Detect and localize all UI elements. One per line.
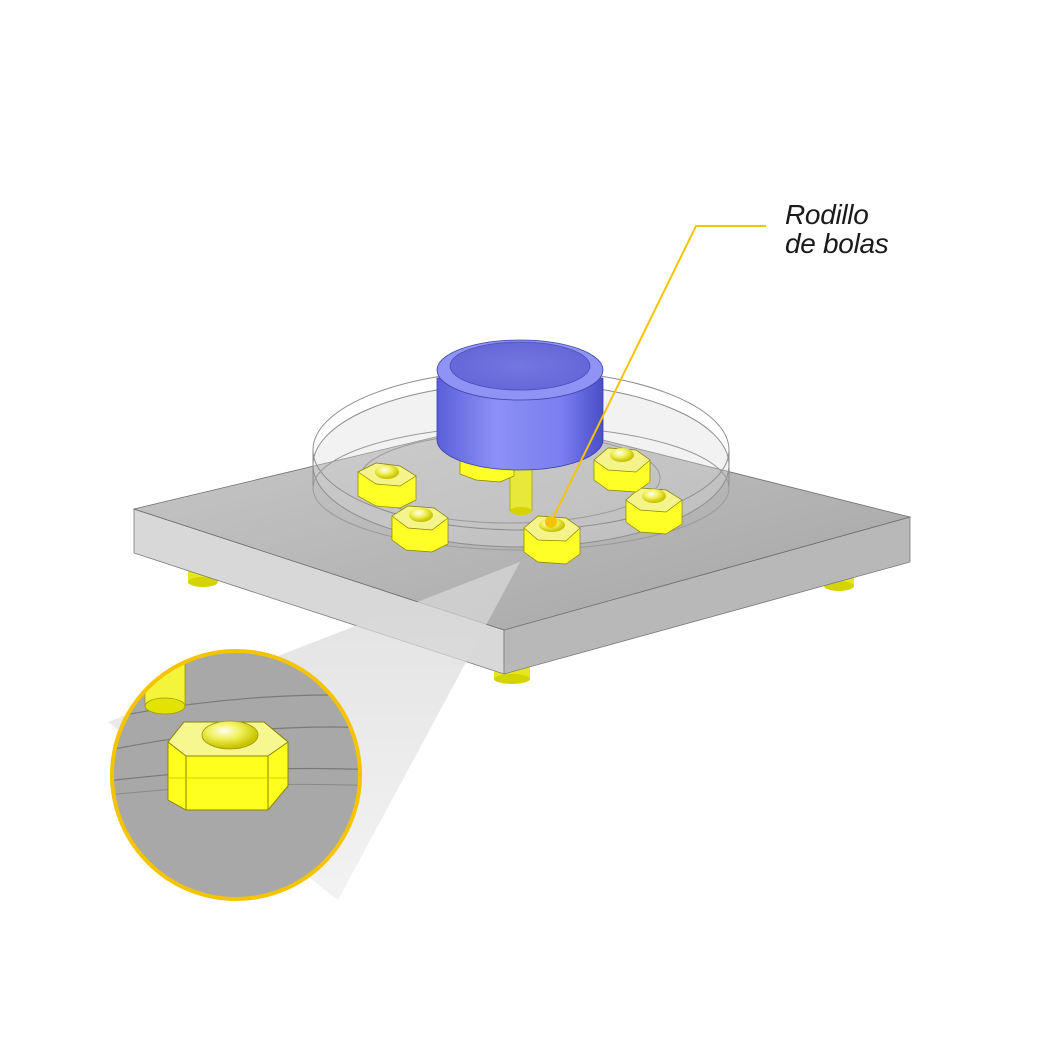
callout-label-line2: de bolas bbox=[785, 228, 889, 259]
blue-cylinder bbox=[436, 339, 604, 471]
ball-roller-3 bbox=[523, 515, 581, 565]
ball-roller-2 bbox=[391, 505, 449, 553]
callout-label: Rodillo de bolas bbox=[785, 199, 889, 259]
callout-leader bbox=[545, 225, 766, 528]
ball-roller-4 bbox=[625, 487, 683, 535]
base-plate bbox=[132, 417, 912, 675]
cylinder-shaft bbox=[509, 464, 533, 515]
inset-ball-roller bbox=[167, 720, 289, 811]
ball-roller-1 bbox=[357, 462, 417, 509]
callout-label-line1: Rodillo bbox=[785, 199, 869, 230]
callout-target-dot bbox=[545, 516, 557, 528]
magnified-inset bbox=[110, 649, 362, 901]
ball-roller-5 bbox=[593, 447, 651, 493]
inset-ring bbox=[110, 649, 362, 901]
